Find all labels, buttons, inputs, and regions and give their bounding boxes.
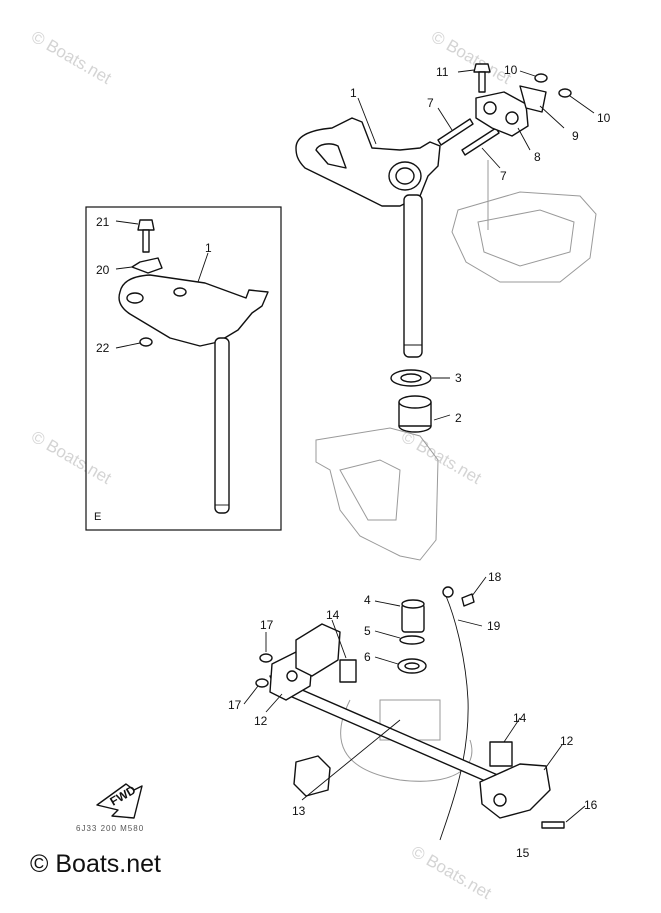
callout-5: 5 xyxy=(364,624,371,638)
callout-4: 4 xyxy=(364,593,371,607)
seal-6 xyxy=(397,658,427,674)
inset-label: E xyxy=(94,511,102,523)
callout-7-lower: 7 xyxy=(500,169,507,183)
mount-14-right xyxy=(489,741,513,767)
callout-1: 1 xyxy=(350,86,357,100)
o-ring-5 xyxy=(399,635,425,645)
callout-10-right: 10 xyxy=(597,111,611,125)
watermark: © Boats.net xyxy=(398,427,485,488)
cover-upper-left xyxy=(295,623,341,677)
plate-9 xyxy=(519,85,547,113)
callout-14-left: 14 xyxy=(326,608,340,622)
watermark: © Boats.net xyxy=(28,427,115,488)
inset-box xyxy=(85,206,282,531)
callout-14-right: 14 xyxy=(513,711,527,725)
inset-nut-22 xyxy=(139,337,153,347)
nut-17-upper xyxy=(259,653,273,663)
callout-17-lower: 17 xyxy=(228,698,242,712)
engine-mount-ghost xyxy=(451,160,597,283)
watermark: © Boats.net xyxy=(408,842,495,903)
callout-21: 21 xyxy=(96,215,110,229)
leader-lines xyxy=(115,69,595,823)
bolt-16 xyxy=(541,821,565,829)
callout-10-upper: 10 xyxy=(504,63,518,77)
inset-plate-20 xyxy=(131,257,163,274)
callout-18: 18 xyxy=(488,570,502,584)
callout-7-upper: 7 xyxy=(427,96,434,110)
callout-1-inset: 1 xyxy=(205,241,212,255)
mount-14-left xyxy=(339,659,357,683)
bolt-18 xyxy=(461,593,475,607)
callout-9: 9 xyxy=(572,129,579,143)
callouts: 1 1 2 3 4 5 6 7 7 8 9 10 10 11 12 12 13 … xyxy=(96,63,611,860)
callout-6: 6 xyxy=(364,650,371,664)
inset-bolt-21 xyxy=(137,219,155,253)
callout-12-left: 12 xyxy=(254,714,268,728)
callout-15: 15 xyxy=(516,846,530,860)
callout-16: 16 xyxy=(584,798,598,812)
callout-13: 13 xyxy=(292,804,306,818)
fwd-code: 6J33 200 M580 xyxy=(76,824,145,833)
brand-watermark: © Boats.net xyxy=(30,850,161,878)
fwd-arrow-icon: FWD xyxy=(96,783,143,819)
bracket-12-right xyxy=(479,763,551,819)
collar-3 xyxy=(390,369,432,387)
watermark-layer: © Boats.net © Boats.net © Boats.net © Bo… xyxy=(28,27,515,903)
stud-7-upper xyxy=(437,118,474,146)
bolt-11 xyxy=(473,63,491,93)
damper-4 xyxy=(401,599,425,633)
nut-10-upper xyxy=(534,73,548,83)
callout-11: 11 xyxy=(436,65,449,79)
nut-10-right xyxy=(558,88,572,98)
watermark: © Boats.net xyxy=(28,27,115,88)
stud-7-lower xyxy=(461,127,500,156)
callout-22: 22 xyxy=(96,341,110,355)
callout-8: 8 xyxy=(534,150,541,164)
inset-steering-bracket xyxy=(118,274,269,514)
callout-20: 20 xyxy=(96,263,110,277)
bracket-8 xyxy=(475,91,529,137)
bushing-2 xyxy=(398,395,432,433)
callout-17-upper: 17 xyxy=(260,618,274,632)
mount-13 xyxy=(293,755,331,797)
nut-17-lower xyxy=(255,678,269,688)
callout-3: 3 xyxy=(455,371,462,385)
steering-bracket xyxy=(295,117,441,358)
callout-12-right: 12 xyxy=(560,734,574,748)
callout-19: 19 xyxy=(487,619,501,633)
callout-2: 2 xyxy=(455,411,462,425)
ground-lead-19 xyxy=(439,586,469,841)
